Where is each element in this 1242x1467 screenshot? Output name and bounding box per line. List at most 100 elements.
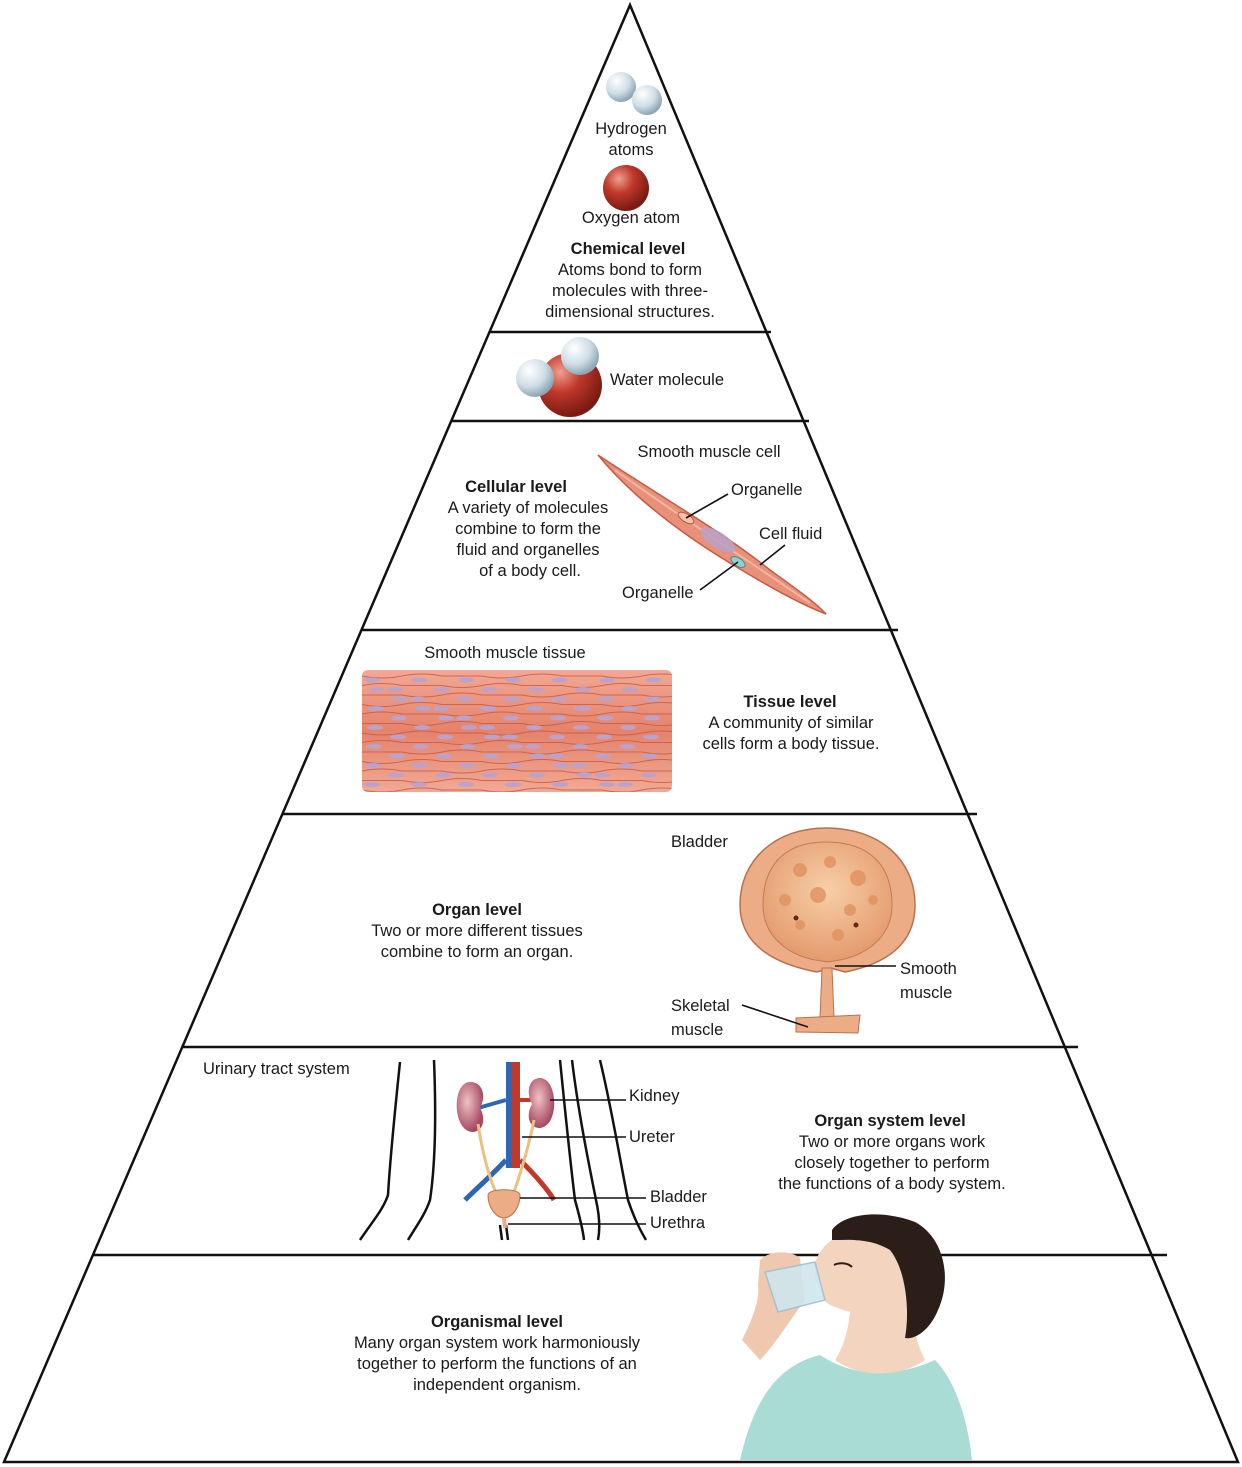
cell-nucleus <box>594 772 610 778</box>
cell-nucleus <box>365 763 381 768</box>
cell-nucleus <box>553 763 569 768</box>
organ-system-level-title: Organ system level <box>814 1112 965 1130</box>
ureter-label: Ureter <box>629 1128 675 1146</box>
muscle-fiber <box>362 721 672 726</box>
organelle-bottom-label: Organelle <box>622 584 694 602</box>
cell-nucleus <box>410 696 426 702</box>
cell-nucleus <box>595 753 611 759</box>
cell-nucleus <box>617 782 633 787</box>
cell-nucleus <box>572 744 588 749</box>
cell-nucleus <box>644 715 660 721</box>
oxygen-label: Oxygen atom <box>582 209 680 227</box>
cell-nucleus <box>571 763 587 768</box>
cell-nucleus <box>549 734 565 740</box>
cell-nucleus <box>391 715 407 721</box>
cell-nucleus <box>480 706 496 711</box>
cell-nucleus <box>551 696 567 702</box>
chemical-desc-line3: dimensional structures. <box>545 303 715 321</box>
cell-nucleus <box>412 763 428 768</box>
cell-nucleus <box>505 782 521 787</box>
cell-nucleus <box>411 677 427 683</box>
cell-nucleus <box>574 706 590 711</box>
molecule-level: Water molecule <box>516 337 724 417</box>
kidney-right <box>528 1078 555 1128</box>
cell-nucleus <box>392 696 408 702</box>
smooth-muscle-cell-label: Smooth muscle cell <box>637 443 780 461</box>
cell-nucleus <box>458 782 474 787</box>
bladder-system-label: Bladder <box>650 1188 707 1206</box>
cell-nucleus <box>599 677 615 683</box>
cell-nucleus <box>483 753 499 759</box>
cell-nucleus <box>502 734 518 740</box>
cell-nucleus <box>618 763 634 768</box>
cell-nucleus <box>482 772 498 778</box>
organ-desc-line2: combine to form an organ. <box>381 943 574 961</box>
cell-nucleus <box>437 734 453 740</box>
hydrogen-label-line2: atoms <box>609 141 654 159</box>
organismal-level-title: Organismal level <box>431 1313 563 1331</box>
cell-nucleus <box>525 744 541 749</box>
cell-nucleus <box>597 715 613 721</box>
water-molecule-label: Water molecule <box>610 371 724 389</box>
cellular-desc-line3: fluid and organelles <box>456 541 599 559</box>
muscle-fiber <box>362 683 672 688</box>
organ-level: Organ level Two or more different tissue… <box>371 827 957 1039</box>
cell-nucleus <box>529 772 545 778</box>
hydrogen-label-line1: Hydrogen <box>595 120 667 138</box>
cell-nucleus <box>479 725 495 730</box>
hair <box>832 1214 945 1339</box>
cellular-desc-line2: combine to form the <box>455 520 601 538</box>
cell-nucleus <box>438 715 454 721</box>
cell-nucleus <box>389 753 405 759</box>
cellular-desc-line1: A variety of molecules <box>448 499 609 517</box>
cell-nucleus <box>620 725 636 730</box>
organ-desc-line1: Two or more different tissues <box>371 922 583 940</box>
cell-nucleus <box>461 725 477 730</box>
cell-nucleus <box>435 772 451 778</box>
cell-nucleus <box>413 744 429 749</box>
cell-nucleus <box>642 753 658 759</box>
cell-nucleus <box>526 725 542 730</box>
cell-nucleus <box>552 677 568 683</box>
cell-nucleus <box>504 696 520 702</box>
cell-nucleus <box>364 677 380 683</box>
cell-nucleus <box>619 744 635 749</box>
cell-nucleus <box>368 706 384 711</box>
muscle-fiber <box>362 759 672 764</box>
cell-nucleus <box>433 706 449 711</box>
skeletal-muscle-label-line1: Skeletal <box>671 997 730 1015</box>
urethra-label: Urethra <box>650 1214 706 1232</box>
hydrogen-atom-in-molecule <box>516 359 554 397</box>
cell-nucleus <box>369 687 385 692</box>
organismal-desc-line1: Many organ system work harmoniously <box>354 1334 641 1352</box>
chemical-level: Hydrogen atoms Oxygen atom Chemical leve… <box>545 72 715 321</box>
organismal-desc-line2: together to perform the functions of an <box>357 1355 637 1373</box>
cell-nucleus <box>550 715 566 721</box>
smooth-muscle-tissue-illustration <box>362 670 672 792</box>
cell-nucleus <box>390 734 406 740</box>
cell-nucleus <box>387 687 403 692</box>
cell-nucleus <box>528 687 544 692</box>
cell-nucleus <box>573 725 589 730</box>
chemical-level-title: Chemical level <box>571 240 686 258</box>
organismal-level: Organismal level Many organ system work … <box>354 1214 972 1460</box>
hydrogen-atom <box>606 72 636 102</box>
cell-nucleus <box>415 706 431 711</box>
shirt <box>740 1355 972 1460</box>
cell-nucleus <box>621 706 637 711</box>
kidney-label: Kidney <box>629 1087 680 1105</box>
muscle-fiber <box>362 702 672 707</box>
muscle-fiber <box>362 711 672 717</box>
cell-nucleus <box>459 763 475 768</box>
cell-nucleus <box>527 706 543 711</box>
cell-nucleus <box>364 782 380 787</box>
muscle-fiber <box>362 749 672 755</box>
cell-nucleus <box>552 782 568 787</box>
woman-drinking-illustration <box>740 1214 972 1460</box>
cell-nucleus <box>414 725 430 730</box>
smooth-muscle-cell-illustration <box>597 454 827 615</box>
cellular-level-title: Cellular level <box>465 478 567 496</box>
tissue-desc-line1: A community of similar <box>708 714 874 732</box>
cell-nucleus <box>436 753 452 759</box>
bladder-label: Bladder <box>671 833 728 851</box>
